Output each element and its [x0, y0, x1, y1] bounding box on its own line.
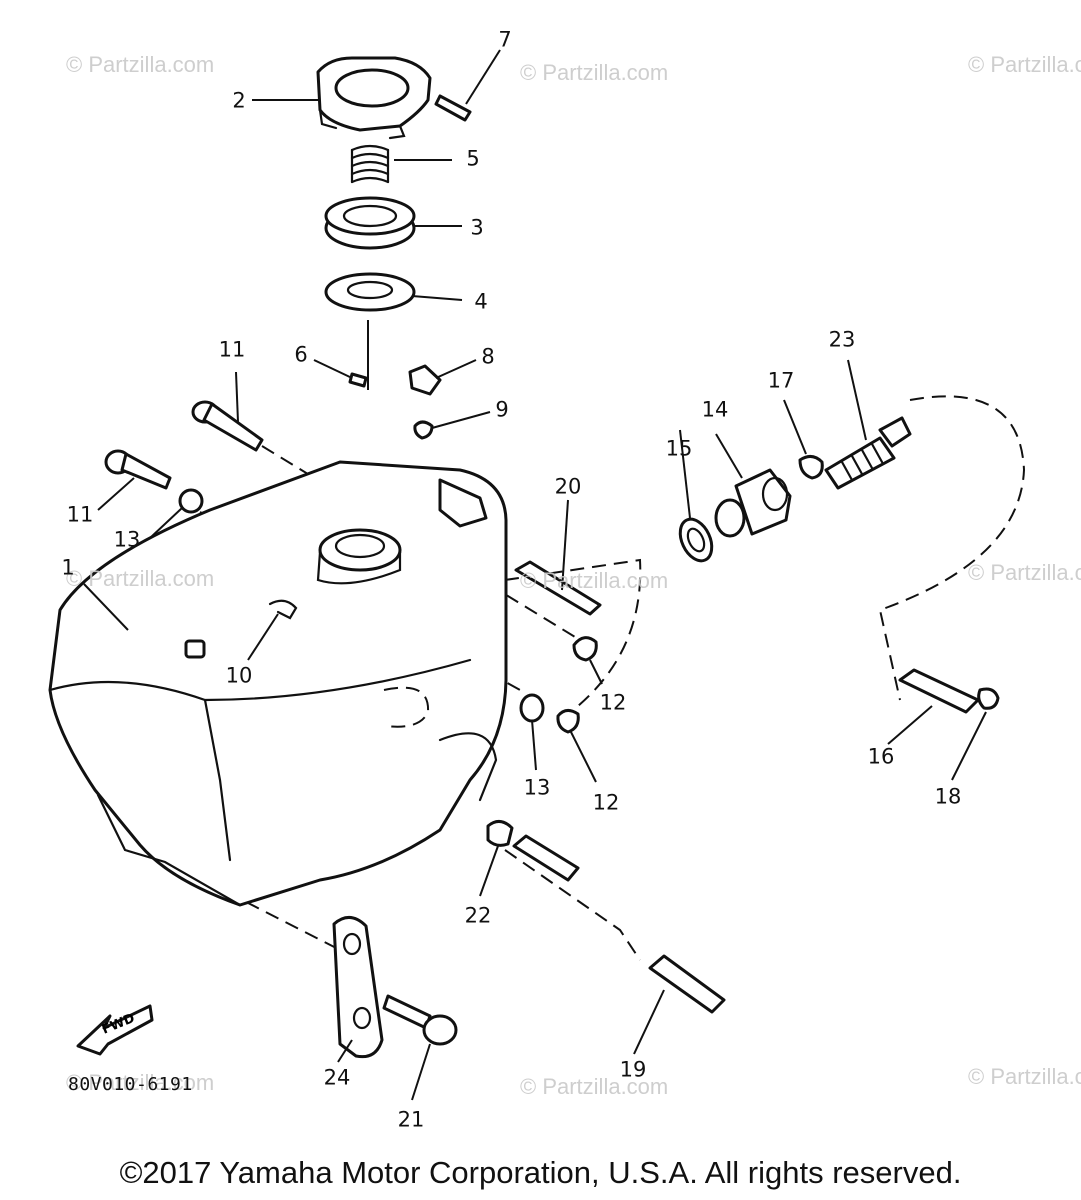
watermark: © Partzilla.com: [968, 560, 1081, 585]
callout-17: 17: [767, 368, 795, 393]
filler-cap-part: [316, 56, 432, 140]
callout-2: 2: [232, 88, 246, 113]
spring-part: [350, 144, 390, 184]
clamp-17-part: [798, 455, 824, 480]
callout-23: 23: [828, 327, 856, 352]
copyright-notice: ©2017 Yamaha Motor Corporation, U.S.A. A…: [119, 1155, 962, 1190]
callout-4: 4: [474, 289, 488, 314]
hose-clip-part: [268, 599, 298, 620]
watermark: © Partzilla.com: [520, 60, 669, 85]
callout-10: 10: [225, 663, 253, 688]
watermark: © Partzilla.com: [968, 52, 1081, 77]
callout-13-upper: 13: [113, 527, 141, 552]
clip-18-part: [977, 687, 1000, 710]
callout-12-upper: 12: [599, 690, 627, 715]
callout-14: 14: [701, 397, 729, 422]
pin-part: [434, 94, 472, 122]
callout-7: 7: [498, 27, 512, 52]
callout-18: 18: [934, 784, 962, 809]
callout-6: 6: [294, 342, 308, 367]
gasket-part: [324, 272, 416, 312]
callout-13-lower: 13: [523, 775, 551, 800]
hose-16-part: [898, 668, 980, 714]
clip-12-lower-part: [556, 709, 580, 734]
washer-13-lower-part: [519, 693, 545, 723]
clamp-part: [413, 420, 434, 440]
fitting-23-part: [824, 416, 912, 490]
cap-seat-part: [324, 196, 416, 250]
watermark: © Partzilla.com: [520, 1074, 669, 1099]
callout-24: 24: [323, 1065, 351, 1090]
hose-19-part: [648, 954, 726, 1014]
hose-20-part: [514, 560, 602, 616]
watermark: © Partzilla.com: [66, 566, 215, 591]
bolt-21-part: [382, 994, 458, 1046]
bolt-upper-part: [191, 400, 264, 452]
watermark: © Partzilla.com: [968, 1064, 1081, 1089]
callout-19: 19: [619, 1057, 647, 1082]
clip-12-upper-part: [572, 636, 598, 662]
clamp-22-part: [486, 820, 514, 847]
watermark: © Partzilla.com: [66, 1070, 215, 1095]
oil-tank-part: [48, 460, 508, 907]
washer-part: [178, 488, 204, 514]
callout-15: 15: [665, 436, 693, 461]
callout-11-lower: 11: [66, 502, 94, 527]
callout-9: 9: [495, 397, 509, 422]
clip-part: [408, 364, 442, 396]
callout-3: 3: [470, 215, 484, 240]
hose-lower-part: [512, 834, 580, 882]
forward-arrow-icon: FWD: [76, 1004, 154, 1056]
grommet-part: [348, 372, 368, 388]
watermark: © Partzilla.com: [520, 568, 669, 593]
callout-16: 16: [867, 744, 895, 769]
union-nut-part: [714, 468, 792, 538]
callout-1: 1: [61, 555, 75, 580]
callout-8: 8: [481, 344, 495, 369]
bolt-lower-part: [104, 449, 172, 490]
grommet-15-part: [678, 517, 714, 563]
diagram-code: 80V010-6191: [68, 1074, 193, 1095]
plate-24-part: [332, 916, 384, 1059]
callout-11-upper: 11: [218, 337, 246, 362]
watermark: © Partzilla.com: [66, 52, 215, 77]
callout-12-lower: 12: [592, 790, 620, 815]
callout-22: 22: [464, 903, 492, 928]
callout-5: 5: [466, 146, 480, 171]
callout-21: 21: [397, 1107, 425, 1132]
callout-20: 20: [554, 474, 582, 499]
